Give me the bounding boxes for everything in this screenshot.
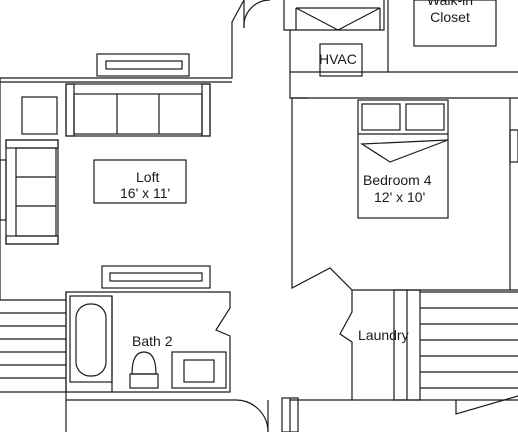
stair-arrow: [455, 395, 518, 415]
sink: [183, 359, 215, 383]
wall-top-left: [0, 0, 245, 79]
laundry-name: Laundry: [358, 327, 409, 343]
sofa-left: [5, 139, 59, 245]
closet-doors: [295, 7, 381, 31]
wall-closet: [387, 0, 518, 73]
wall-closet-top: [283, 0, 385, 31]
door-swing-top: [243, 0, 271, 29]
tv-top: [105, 60, 183, 70]
bedroom4-dimensions: 12' x 10': [374, 189, 426, 205]
console-top: [96, 53, 190, 77]
stairs-left: [0, 292, 67, 432]
loft-dimensions: 16' x 11': [120, 185, 171, 201]
door-swing-bottom: [235, 399, 269, 432]
wall-laundry: [290, 290, 353, 401]
hvac-box: [319, 43, 363, 77]
wall-hall-right: [289, 34, 308, 99]
bedroom4-name: Bedroom 4: [363, 172, 432, 188]
closet-shelf: [413, 0, 497, 47]
window-bedroom: [509, 129, 518, 163]
toilet-tank: [129, 373, 159, 389]
toilet-bowl: [131, 351, 157, 375]
walk-in-closet-name-line1: Walk-in: [426, 0, 474, 8]
console-bottom: [101, 265, 211, 289]
stairs-right: [420, 291, 518, 389]
walk-in-closet-label: Walk-in Closet: [420, 0, 480, 26]
sofa-top: [65, 83, 211, 137]
bath2-name: Bath 2: [132, 333, 173, 349]
walk-in-closet-name-line2: Closet: [430, 9, 470, 25]
hvac-label: HVAC: [319, 51, 357, 67]
vanity: [171, 351, 227, 389]
tv-bottom: [109, 272, 203, 282]
side-table: [21, 96, 58, 135]
coffee-table: [93, 159, 187, 204]
bathtub-inner: [75, 303, 107, 377]
loft-name: Loft: [136, 169, 160, 185]
wall-niche-left: [0, 159, 7, 221]
bed: [357, 99, 449, 219]
wall-bath-top: [65, 291, 231, 393]
